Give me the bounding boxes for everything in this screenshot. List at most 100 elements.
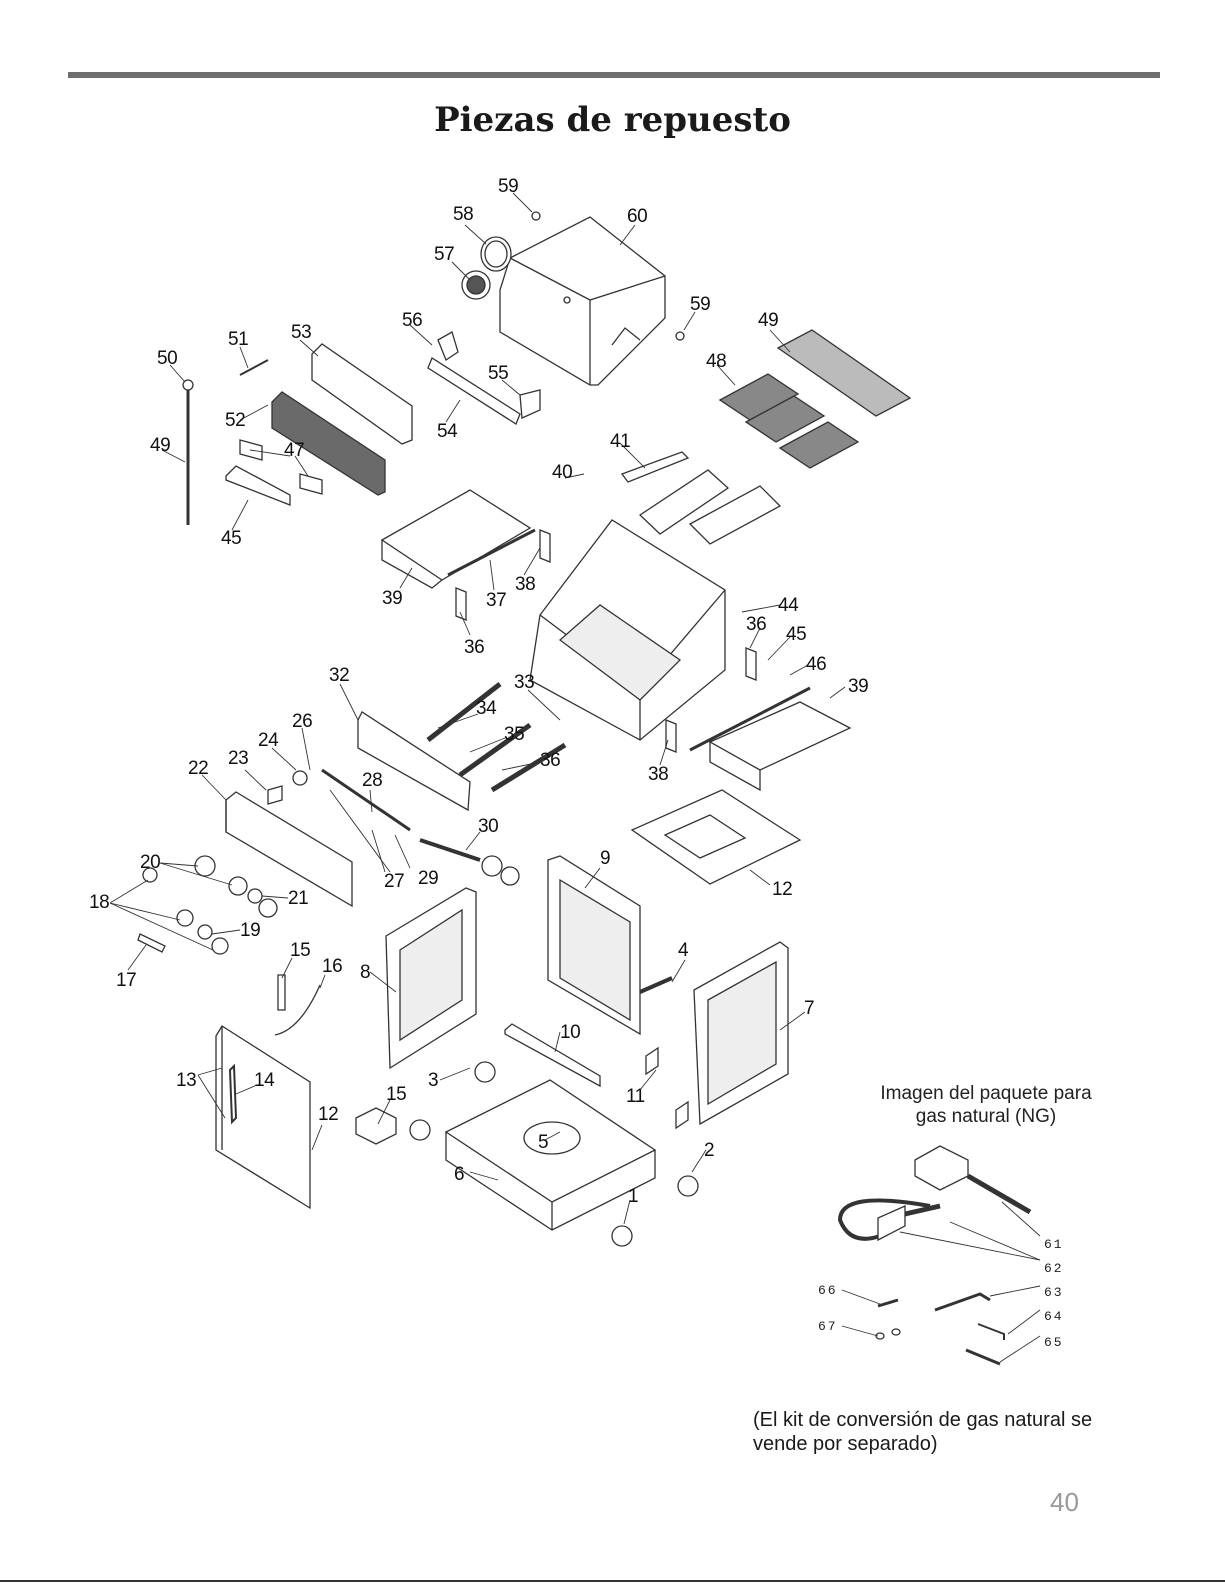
bracket — [455, 587, 467, 621]
callout: 36 — [540, 750, 560, 771]
callout: 54 — [437, 421, 458, 442]
grill-lid — [499, 216, 666, 386]
rear-cabinet-panel — [547, 855, 641, 1036]
callout: 33 — [514, 672, 534, 693]
top-rule — [68, 72, 1160, 78]
side-shelf-right — [689, 686, 852, 792]
page-title: Piezas de repuesto — [434, 100, 791, 140]
callout: 29 — [418, 868, 438, 889]
callout: 11 — [626, 1086, 645, 1107]
callout: 52 — [225, 410, 245, 431]
ng-callout: 61 — [1044, 1237, 1064, 1252]
callout: 59 — [498, 176, 518, 197]
callout: 6 — [454, 1164, 464, 1185]
callout: 55 — [488, 363, 508, 384]
callout: 24 — [258, 730, 279, 751]
callout: 9 — [600, 848, 610, 869]
right-side-panel — [693, 941, 789, 1126]
burners — [426, 682, 567, 793]
callout: 8 — [360, 962, 370, 983]
callout: 50 — [157, 348, 177, 369]
ng-caption-line2: gas natural (NG) — [915, 1106, 1057, 1127]
ng-callout: 62 — [1044, 1261, 1064, 1276]
callout: 20 — [140, 852, 160, 873]
callout: 2 — [704, 1140, 714, 1161]
control-knobs — [137, 855, 278, 955]
callout: 39 — [848, 676, 868, 697]
callout: 38 — [648, 764, 668, 785]
callout: 13 — [176, 1070, 196, 1091]
cabinet-door — [215, 1025, 311, 1210]
callout: 5 — [538, 1132, 548, 1153]
callout: 36 — [464, 637, 484, 658]
callout: 12 — [772, 879, 792, 900]
callout: 7 — [804, 998, 814, 1019]
callout: 16 — [322, 956, 342, 977]
cabinet-base — [444, 1079, 657, 1231]
callout: 27 — [384, 871, 404, 892]
gas-line — [639, 976, 673, 994]
callout: 23 — [228, 748, 248, 769]
leader-lines — [109, 192, 1041, 1363]
heat-tents — [620, 451, 782, 545]
callout: 22 — [188, 758, 208, 779]
callout: 38 — [515, 574, 535, 595]
callout: 4 — [678, 940, 689, 961]
ng-callout: 65 — [1044, 1335, 1064, 1350]
callout: 18 — [89, 892, 109, 913]
callout: 56 — [402, 310, 422, 331]
cross-bar — [504, 1023, 601, 1088]
callout: 19 — [240, 920, 260, 941]
ng-package-caption: Imagen del paquete para gas natural (NG) — [836, 1082, 1136, 1128]
callout: 49 — [150, 435, 170, 456]
callout: 28 — [362, 770, 382, 791]
callout: 35 — [504, 724, 524, 745]
bolt — [675, 331, 685, 341]
callout: 41 — [610, 431, 630, 452]
rear-panel — [225, 343, 413, 506]
callout: 44 — [778, 595, 799, 616]
rotisserie — [182, 359, 269, 525]
callout: 15 — [386, 1084, 406, 1105]
ng-callout: 66 — [818, 1283, 838, 1298]
callout: 14 — [254, 1070, 275, 1091]
callout: 51 — [228, 329, 248, 350]
callout: 57 — [434, 244, 454, 265]
callout: 10 — [560, 1022, 580, 1043]
callout: 17 — [116, 970, 136, 991]
callout-labels: 59 58 57 60 59 49 48 56 55 54 53 51 50 4… — [89, 176, 1064, 1350]
ng-callout: 67 — [818, 1319, 838, 1334]
callout: 34 — [476, 698, 497, 719]
casters — [409, 1061, 699, 1247]
callout: 53 — [291, 322, 311, 343]
drip-tray — [630, 789, 802, 885]
bracket — [539, 529, 551, 563]
callout: 36 — [746, 614, 766, 635]
ng-callout: 64 — [1044, 1309, 1064, 1324]
bracket — [665, 719, 677, 753]
ng-package-illustration — [837, 1145, 1032, 1366]
callout: 30 — [478, 816, 498, 837]
gas-manifold — [267, 768, 520, 886]
control-panel — [225, 791, 353, 908]
side-shelf-left — [380, 489, 536, 589]
bottom-rule — [0, 1580, 1225, 1582]
callout: 49 — [758, 310, 778, 331]
ng-caption-line1: Imagen del paquete para — [880, 1083, 1092, 1104]
igniter — [274, 974, 321, 1036]
callout: 15 — [290, 940, 310, 961]
callout: 58 — [453, 204, 473, 225]
manifold-panel — [357, 711, 471, 812]
callout: 60 — [627, 206, 647, 227]
ng-callout: 63 — [1044, 1285, 1064, 1300]
callout: 48 — [706, 351, 726, 372]
grease-cup — [355, 1107, 397, 1145]
callout: 59 — [690, 294, 710, 315]
callout: 26 — [292, 711, 312, 732]
callout: 45 — [786, 624, 806, 645]
callout: 3 — [428, 1070, 438, 1091]
left-side-panel — [385, 887, 477, 1070]
callout: 32 — [329, 665, 349, 686]
callout: 37 — [486, 590, 506, 611]
